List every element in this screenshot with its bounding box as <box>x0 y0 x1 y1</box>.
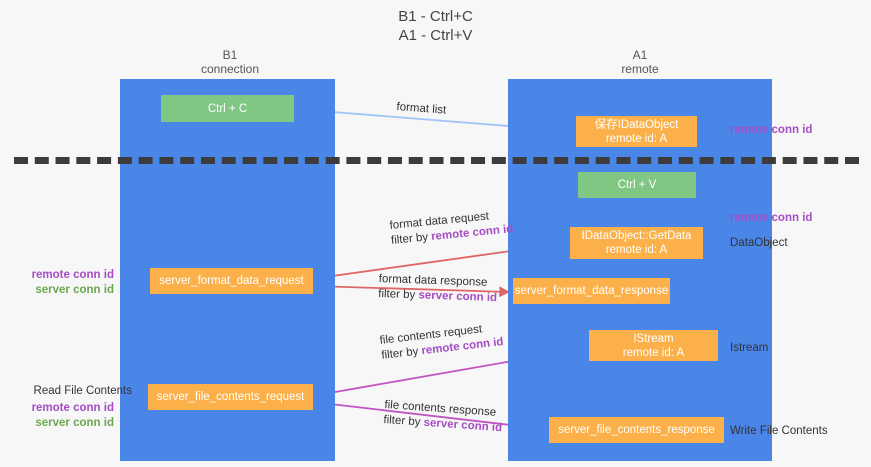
node-server-format-data-request-label: server_format_data_request <box>159 275 304 287</box>
annotation-left-remote-conn-id-1: remote conn id <box>31 269 114 281</box>
filter-prefix: filter by <box>378 287 419 302</box>
arrow-format-data-response <box>312 285 511 298</box>
annotation-write-file-contents: Write File Contents <box>730 425 828 437</box>
node-server-file-contents-response-label: server_file_contents_response <box>558 424 715 436</box>
annotation-dataobject: DataObject <box>730 237 788 249</box>
node-ctrl-c-line1: Ctrl + C <box>207 102 248 115</box>
node-server-file-contents-response[interactable]: server_file_contents_response <box>549 417 724 443</box>
filter-prefix: filter by <box>390 231 432 247</box>
filter-prefix: filter by <box>380 345 423 362</box>
node-save-idataobject[interactable]: 保存IDataObject remote id: A <box>576 116 697 147</box>
node-server-format-data-response[interactable]: server_format_data_response <box>513 278 670 304</box>
node-idataobject-getdata-line2: remote id: A <box>605 244 668 256</box>
column-header-a1: A1 remote <box>621 48 659 76</box>
node-server-file-contents-request[interactable]: server_file_contents_request <box>148 384 313 410</box>
arrow-file-contents-response <box>312 401 547 434</box>
node-ctrl-v-line1: Ctrl + V <box>617 179 657 191</box>
node-ctrl-c[interactable]: Ctrl + C <box>161 95 294 122</box>
node-server-format-data-request[interactable]: server_format_data_request <box>150 268 313 294</box>
node-idataobject-getdata-line1: IDataObject::GetData <box>581 230 692 242</box>
node-save-idataobject-line1: 保存IDataObject <box>594 118 679 131</box>
page-title: B1 - Ctrl+C A1 - Ctrl+V <box>398 8 473 44</box>
node-istream-line2: remote id: A <box>622 346 685 359</box>
annotation-remote-conn-id-top: remote conn id <box>730 124 813 136</box>
node-server-file-contents-request-label: server_file_contents_request <box>156 391 305 403</box>
annotation-left-remote-conn-id-2: remote conn id <box>31 402 114 414</box>
node-idataobject-getdata[interactable]: IDataObject::GetData remote id: A <box>570 227 703 259</box>
node-server-format-data-response-label: server_format_data_response <box>514 285 669 297</box>
phase-divider-dashed-line <box>14 157 859 164</box>
annotation-istream: Istream <box>730 342 769 354</box>
column-header-b1: B1 connection <box>200 48 260 76</box>
annotation-left-server-conn-id-1: server conn id <box>35 284 114 296</box>
node-istream-line1: IStream <box>633 332 674 345</box>
annotation-left-server-conn-id-2: server conn id <box>35 417 114 429</box>
edge-label-format-data-response: format data response filter by server co… <box>378 272 498 306</box>
node-istream[interactable]: IStream remote id: A <box>589 330 718 361</box>
node-save-idataobject-line2: remote id: A <box>605 132 668 145</box>
node-ctrl-v[interactable]: Ctrl + V <box>578 172 696 198</box>
filter-value-server-conn-id: server conn id <box>418 289 498 305</box>
filter-prefix: filter by <box>383 413 425 429</box>
annotation-remote-conn-id-mid: remote conn id <box>730 212 813 224</box>
annotation-read-file-contents: Read File Contents <box>33 385 132 397</box>
